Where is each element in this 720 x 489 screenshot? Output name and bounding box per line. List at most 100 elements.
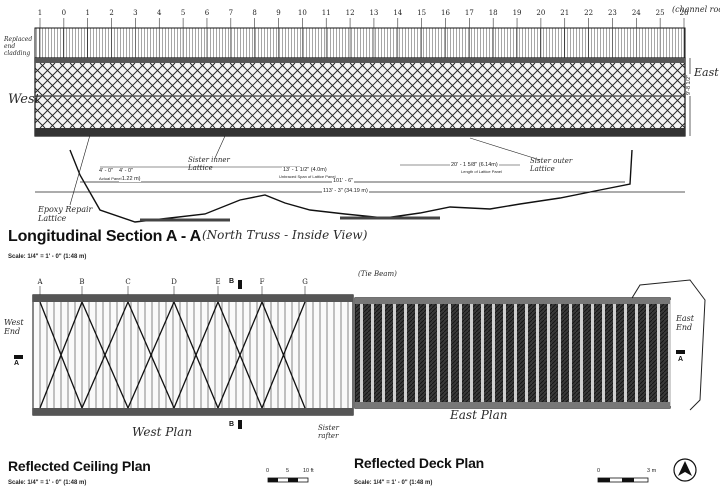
ceiling-tie-beams <box>32 301 349 409</box>
ceiling-grid-label: D <box>171 278 177 286</box>
top-chord <box>35 58 685 63</box>
lattice-member <box>679 62 686 69</box>
grid-label: 1 <box>38 9 42 17</box>
dim-4ft-a: 4' - 0" <box>98 168 115 174</box>
stream-water <box>140 216 440 222</box>
ceiling-grid-label: G <box>302 278 308 286</box>
ceiling-plan-scale: Scale: 1/4" = 1' - 0" (1:48 m) <box>8 480 87 486</box>
deck-scale-tick-3m: 3 m <box>647 468 657 474</box>
east-end-label: East End <box>676 314 694 332</box>
dim-20ft: 20' - 1 5/8" (6.14m) <box>450 162 499 168</box>
ceiling-grid-label: A <box>36 278 43 286</box>
section-b-marker-top <box>238 280 242 289</box>
lattice-member <box>669 112 686 129</box>
epoxy-repair-callout: Epoxy Repair Lattice <box>38 205 93 223</box>
ceiling-bracing <box>217 301 263 409</box>
dim-101ft: 101' - 6" <box>332 178 355 184</box>
west-end-label: West End <box>4 318 24 336</box>
grid-label: 17 <box>465 9 474 17</box>
section-b-letter-bottom: B <box>229 421 234 428</box>
dim-1-22m: (1.22 m) <box>119 176 142 182</box>
deck-plan-outline <box>354 297 671 409</box>
east-label: East <box>694 66 719 79</box>
truss-lattice <box>34 62 686 129</box>
grid-label: 11 <box>322 9 331 17</box>
lattice-member <box>649 62 686 99</box>
grid-label: 9 <box>276 9 280 17</box>
lattice-member <box>34 87 76 129</box>
grid-label: 12 <box>346 9 355 17</box>
floor-beam <box>635 300 638 406</box>
longitudinal-section-annotation: (North Truss - Inside View) <box>202 228 368 242</box>
deck-plan-title: Reflected Deck Plan <box>354 455 485 471</box>
dim-20ft-note: Length of Lattice Panel <box>460 169 503 174</box>
grid-label: 18 <box>489 9 498 17</box>
ceiling-plan-title: Reflected Ceiling Plan <box>8 458 151 474</box>
lattice-member <box>34 97 66 129</box>
grid-label: 13 <box>369 9 378 17</box>
dim-4ft-b: 4' - 0" <box>118 168 135 174</box>
ceiling-bracing <box>127 301 175 409</box>
floor-beam <box>591 300 594 406</box>
floor-beam <box>371 300 374 406</box>
lattice-member <box>34 107 56 129</box>
floor-beam <box>646 300 649 406</box>
epoxy-leader <box>69 134 91 206</box>
floor-beam <box>536 300 539 406</box>
dim-13ft-note: Unbraced Span of Lattice Panel <box>278 174 337 179</box>
west-plan-label: West Plan <box>132 425 193 439</box>
grid-label: 7 <box>229 9 233 17</box>
deck-plan-drawing <box>354 279 706 483</box>
floor-beam <box>668 300 671 406</box>
lattice-member <box>34 117 46 129</box>
bottom-chord <box>35 128 685 136</box>
ceiling-scale-tick-5: 5 <box>286 468 290 474</box>
floor-beam <box>448 300 451 406</box>
ceiling-scale-bar <box>267 477 309 483</box>
grid-label: 4 <box>157 9 162 17</box>
floor-beam <box>602 300 605 406</box>
floor-beam <box>393 300 396 406</box>
grid-label: 2 <box>109 9 113 17</box>
ceiling-bracing <box>81 301 129 409</box>
ceiling-grid-label: E <box>215 278 220 286</box>
left-end-note: Replaced end cladding <box>4 36 33 57</box>
floor-beam <box>470 300 473 406</box>
sister-inner-callout: Sister inner Lattice <box>188 156 230 172</box>
floor-beam <box>437 300 440 406</box>
grid-label: 19 <box>513 9 522 17</box>
truss-body <box>34 57 686 137</box>
ceiling-south-chord <box>33 408 353 415</box>
grid-label: 25 <box>656 9 665 17</box>
longitudinal-section-scale: Scale: 1/4" = 1' - 0" (1:48 m) <box>8 254 87 260</box>
lattice-member <box>34 67 96 129</box>
section-a-marker-west <box>14 355 23 359</box>
ceiling-north-chord <box>33 295 353 302</box>
grid-label: 8 <box>252 9 256 17</box>
sister-outer-callout: Sister outer Lattice <box>530 157 573 173</box>
lattice-member <box>649 92 686 129</box>
floor-beam <box>624 300 627 406</box>
floor-beam <box>580 300 583 406</box>
floor-beam <box>492 300 495 406</box>
lattice-member <box>34 77 86 129</box>
floor-beam <box>558 300 561 406</box>
sister-inner-leader <box>214 135 226 159</box>
floor-beam <box>360 300 363 406</box>
floor-beam <box>503 300 506 406</box>
west-label: West <box>8 92 40 107</box>
ceiling-scale-tick-0: 0 <box>266 468 270 474</box>
dim-13ft: 13' - 1 1/2" (4.0m) <box>282 167 328 173</box>
ceiling-bracing <box>261 301 306 409</box>
east-abutment <box>631 279 706 411</box>
grid-label: 0 <box>62 9 66 17</box>
section-a-marker-east <box>676 350 685 354</box>
section-a-letter-west: A <box>14 360 19 367</box>
floor-beam <box>613 300 616 406</box>
floor-beam <box>514 300 517 406</box>
ceiling-bracing <box>173 301 219 409</box>
grid-label: 20 <box>536 9 545 17</box>
floor-beam <box>525 300 528 406</box>
